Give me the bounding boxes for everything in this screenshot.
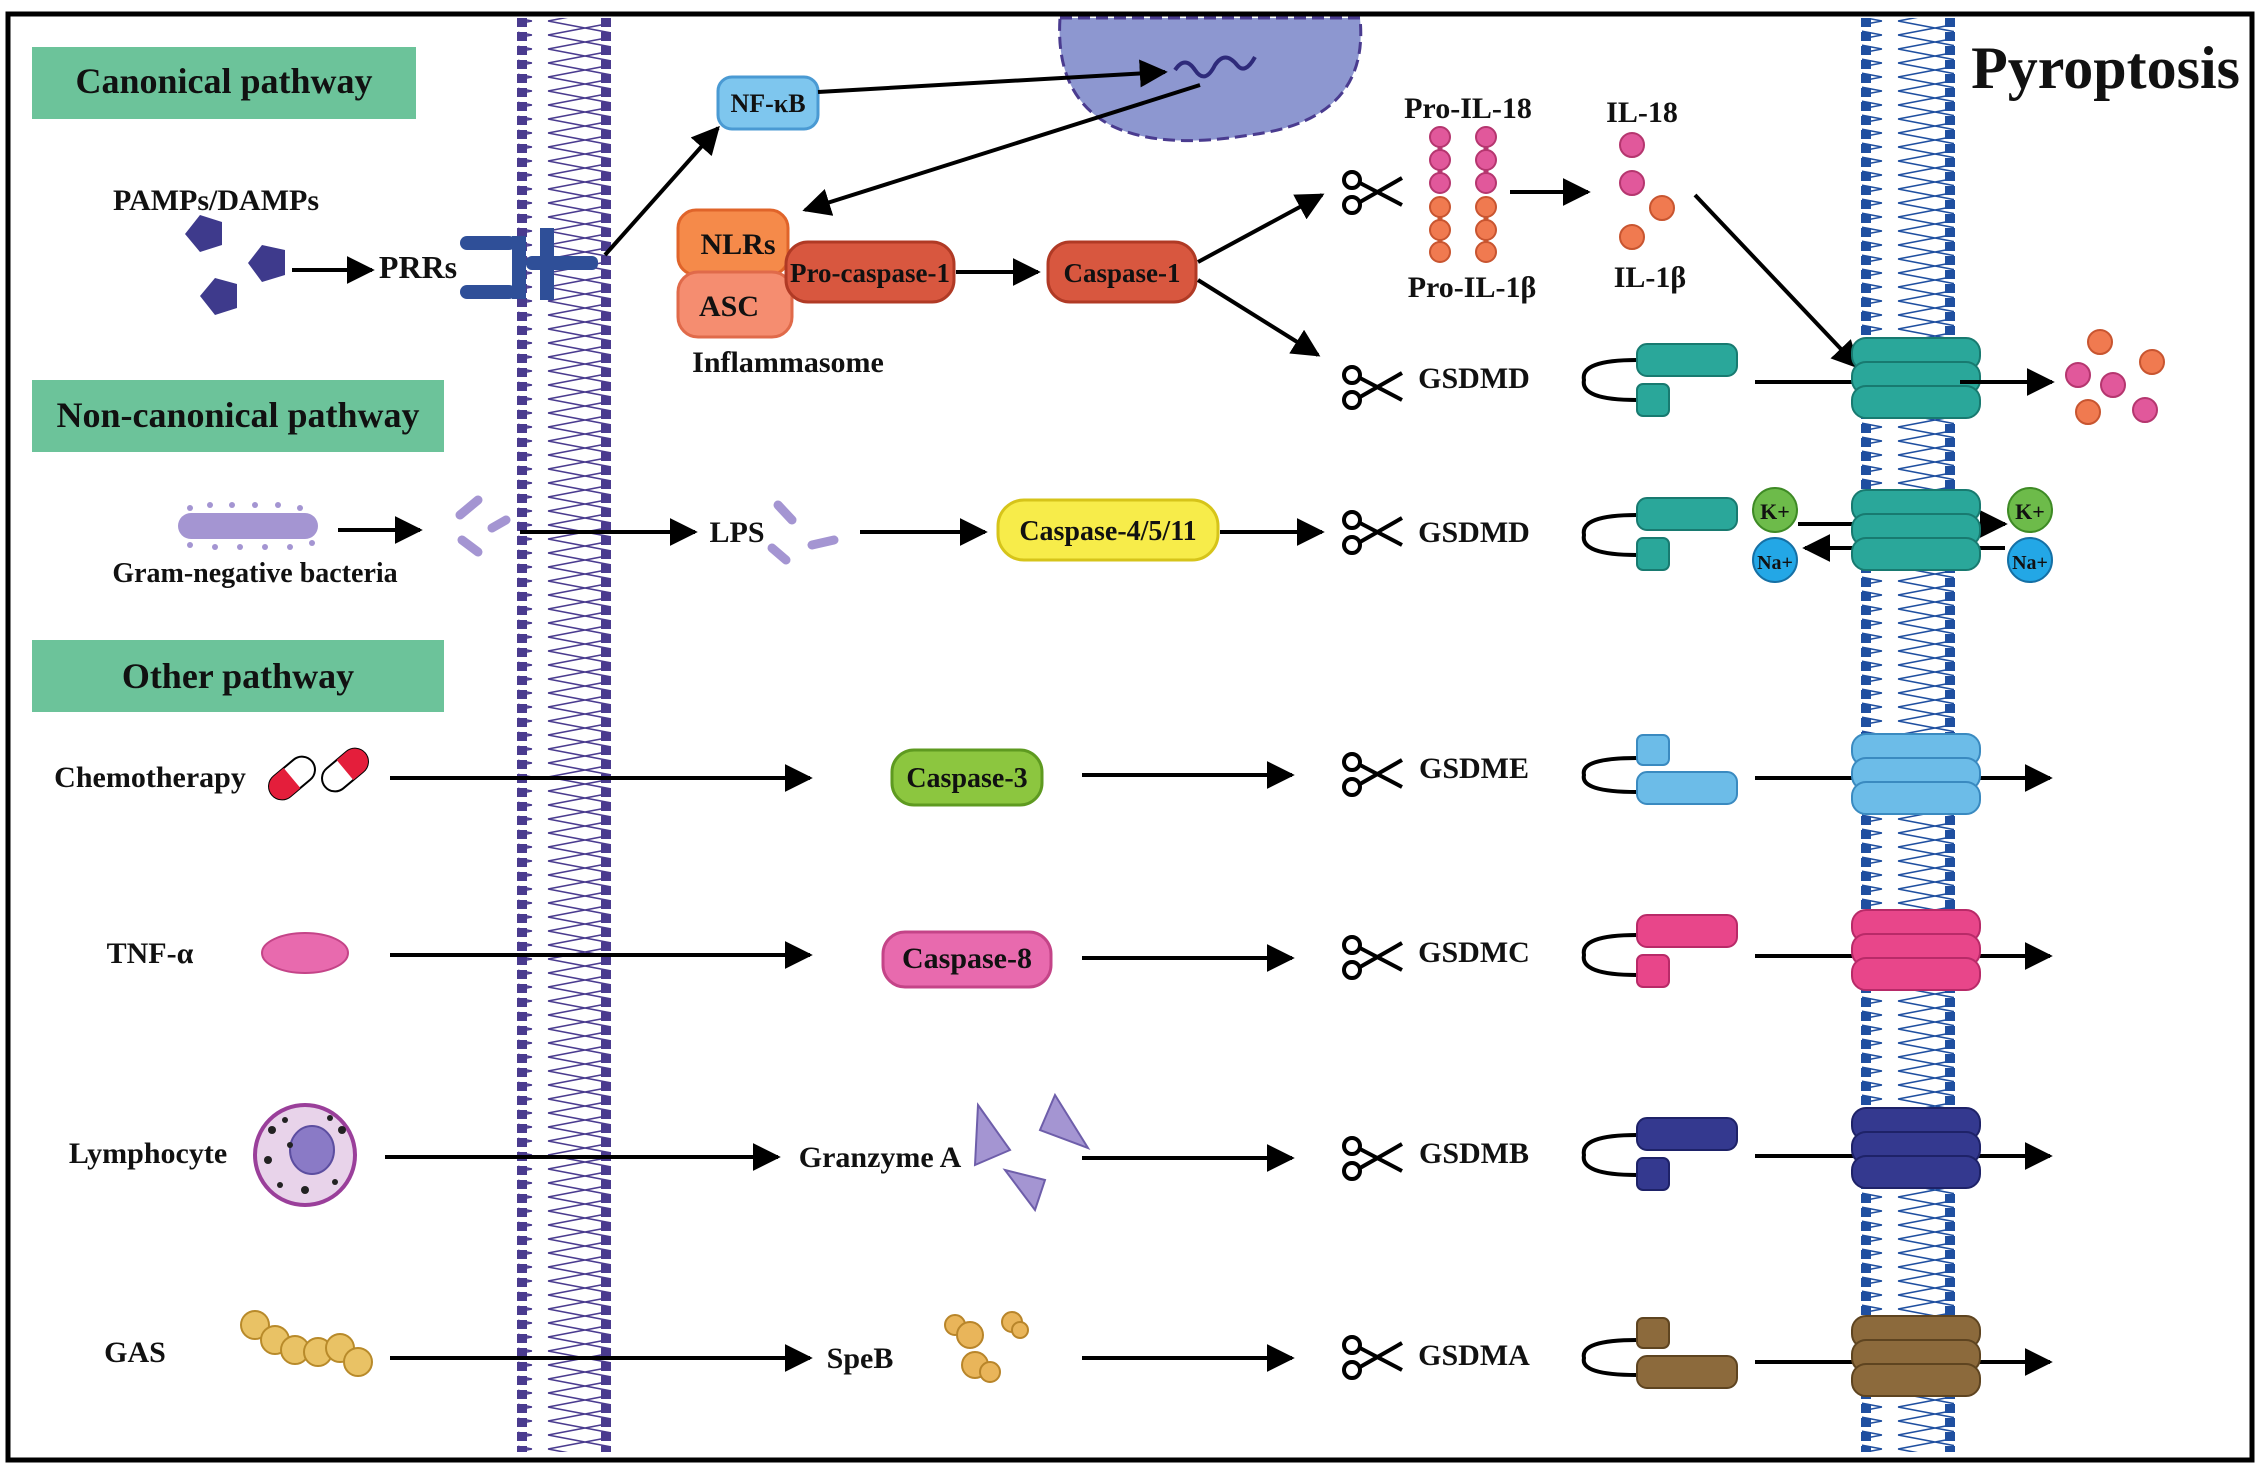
gsdmd-fragment-icon [1581, 343, 1738, 417]
gsdmd-canonical-label: GSDMD [1418, 362, 1530, 395]
granzyme-a-label: Granzyme A [799, 1141, 962, 1174]
speb-icon [944, 1311, 1029, 1383]
svg-text:Na+: Na+ [1757, 552, 1793, 574]
gsdme-fragment-icon [1581, 734, 1738, 805]
gsdma-label: GSDMA [1418, 1339, 1530, 1372]
speb-label: SpeB [827, 1342, 894, 1375]
svg-text:Caspase-3: Caspase-3 [906, 763, 1027, 794]
procaspase1-node: Pro-caspase-1 [784, 240, 956, 304]
header-noncanonical: Non-canonical pathway [32, 380, 444, 452]
chemotherapy-label: Chemotherapy [54, 761, 246, 794]
k-ion-inside-icon: K+ [1752, 487, 1798, 533]
nucleus [1058, 16, 1363, 143]
asc-node: ASC [676, 270, 794, 339]
lymphocyte-label: Lymphocyte [69, 1137, 227, 1170]
caspase-4-5-11-node: Caspase-4/5/11 [996, 498, 1220, 562]
granzyme-icon [973, 1092, 1091, 1213]
header-other: Other pathway [32, 640, 444, 712]
bacteria-icon [178, 502, 318, 550]
na-ion-outside-icon: Na+ [2007, 537, 2053, 583]
il18-label: IL-18 [1606, 96, 1678, 129]
gsdmc-fragment-icon [1581, 914, 1738, 988]
header-canonical: Canonical pathway [32, 47, 416, 119]
gsdmb-fragment-icon [1581, 1117, 1738, 1191]
lps-fragments-icon [455, 495, 839, 565]
svg-text:NLRs: NLRs [700, 228, 775, 261]
gsdmd-pore-canonical [1851, 337, 1981, 419]
gsdmb-pore [1851, 1107, 1981, 1189]
scissors-icon [1342, 1335, 1403, 1380]
gsdma-fragment-icon [1581, 1317, 1738, 1389]
lymphocyte-icon [253, 1103, 357, 1207]
gsdme-label: GSDME [1419, 752, 1529, 785]
lps-label: LPS [709, 516, 764, 549]
svg-text:NF-κB: NF-κB [730, 89, 805, 118]
figure-title: Pyroptosis [1971, 35, 2240, 101]
gas-bacteria-icon [240, 1310, 373, 1377]
prrs-label: PRRs [379, 249, 457, 285]
gsdmd-noncanonical-label: GSDMD [1418, 516, 1530, 549]
scissors-icon [1342, 1136, 1403, 1181]
pro-il18-icon [1429, 126, 1497, 194]
gsdmd-pore-noncanonical [1851, 489, 1981, 571]
scissors-icon [1342, 752, 1403, 797]
scissors-icon [1342, 510, 1403, 555]
scissors-icon [1342, 170, 1403, 215]
prr-receptor-icon [460, 228, 598, 300]
svg-text:ASC: ASC [699, 290, 759, 323]
pro-il1b-label: Pro-IL-1β [1408, 271, 1537, 304]
pamps-damps-label: PAMPs/DAMPs [113, 184, 319, 217]
il1b-icon [1619, 195, 1675, 250]
pill-icon [268, 747, 369, 801]
inflammasome-label: Inflammasome [692, 346, 884, 379]
pro-il1b-icon [1429, 196, 1497, 263]
k-ion-outside-icon: K+ [2007, 487, 2053, 533]
il18-icon [1619, 132, 1645, 196]
pamps-icon [185, 215, 285, 315]
svg-text:Caspase-8: Caspase-8 [902, 942, 1032, 975]
gsdmc-label: GSDMC [1418, 936, 1530, 969]
pro-il18-label: Pro-IL-18 [1404, 92, 1532, 125]
scissors-icon [1342, 365, 1403, 410]
tnf-alpha-icon [261, 932, 349, 974]
gsdmb-label: GSDMB [1419, 1137, 1529, 1170]
na-ion-inside-icon: Na+ [1752, 537, 1798, 583]
svg-text:Other pathway: Other pathway [122, 656, 354, 696]
gsdme-pore [1851, 733, 1981, 815]
caspase8-node: Caspase-8 [881, 930, 1053, 989]
dna-icon [1173, 55, 1257, 79]
caspase1-node: Caspase-1 [1046, 240, 1198, 304]
gsdma-pore [1851, 1315, 1981, 1397]
svg-text:K+: K+ [1760, 499, 1790, 524]
svg-text:Non-canonical pathway: Non-canonical pathway [56, 395, 419, 435]
gas-label: GAS [104, 1336, 166, 1369]
bacteria-label: Gram-negative bacteria [112, 558, 397, 589]
gsdmc-pore [1851, 909, 1981, 991]
tnf-alpha-label: TNF-α [107, 937, 194, 970]
svg-text:Caspase-1: Caspase-1 [1063, 258, 1180, 288]
gsdmd-fragment-icon [1581, 497, 1738, 571]
left-cell-membrane [517, 18, 611, 1452]
svg-text:K+: K+ [2015, 499, 2045, 524]
nlrs-node: NLRs [676, 208, 790, 277]
svg-text:Canonical pathway: Canonical pathway [75, 61, 372, 101]
svg-text:Na+: Na+ [2012, 552, 2048, 574]
caspase3-node: Caspase-3 [890, 748, 1044, 807]
released-cytokines-icon [2065, 329, 2165, 425]
svg-text:Caspase-4/5/11: Caspase-4/5/11 [1019, 516, 1196, 547]
il1b-label: IL-1β [1614, 261, 1686, 294]
nfkb-node: NF-κB [716, 75, 820, 131]
svg-text:Pro-caspase-1: Pro-caspase-1 [790, 258, 950, 288]
scissors-icon [1342, 935, 1403, 980]
